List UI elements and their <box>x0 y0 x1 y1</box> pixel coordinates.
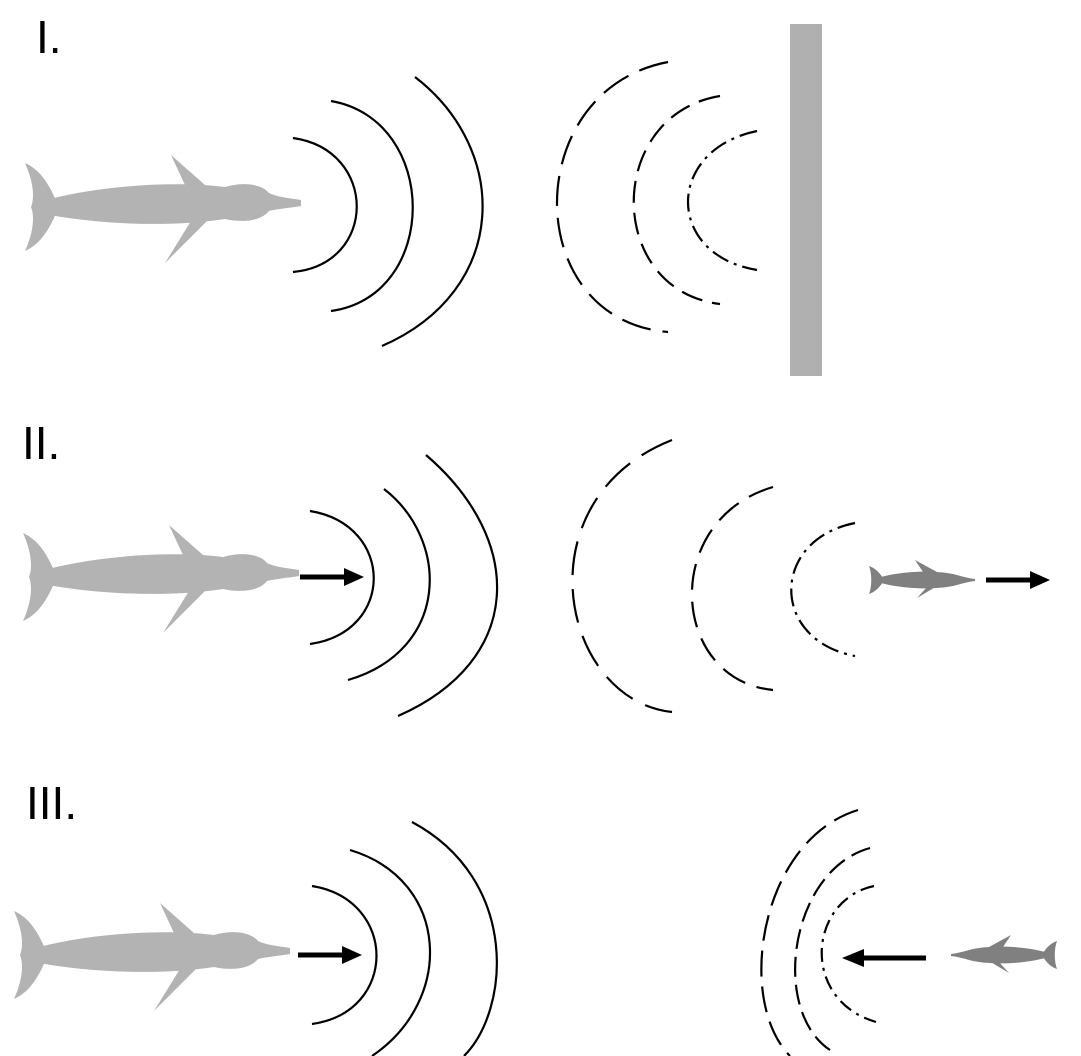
fish-icon <box>951 935 1057 973</box>
echo-wave <box>571 438 673 714</box>
outgoing-wave <box>309 509 375 646</box>
outgoing-wave <box>349 848 432 1056</box>
arrow-icon <box>298 946 362 964</box>
arrow-icon <box>986 571 1050 589</box>
echo-wave <box>632 94 721 306</box>
outgoing-wave <box>292 136 358 274</box>
dolphin-icon <box>25 155 301 263</box>
fish-icon <box>869 560 975 598</box>
panel-label-ii: II. <box>22 417 61 469</box>
wall-icon <box>790 24 822 376</box>
echo-wave <box>794 846 871 1051</box>
arrow-icon <box>842 949 926 967</box>
dolphin-icon <box>14 903 290 1011</box>
outgoing-wave <box>411 821 498 1056</box>
echo-wave <box>555 60 669 334</box>
echo-wave <box>820 884 877 1024</box>
echo-wave <box>790 521 856 658</box>
outgoing-wave <box>330 99 414 313</box>
echo-wave <box>760 808 859 1056</box>
outgoing-wave <box>311 884 378 1026</box>
arrow-icon <box>300 568 364 586</box>
outgoing-wave <box>347 488 431 682</box>
panel-label-iii: III. <box>26 777 78 829</box>
panel-i <box>25 24 822 376</box>
outgoing-wave <box>381 76 484 348</box>
dolphin-icon <box>23 525 299 633</box>
panel-iii <box>14 808 1057 1056</box>
panel-label-i: I. <box>36 11 62 63</box>
outgoing-wave <box>397 454 499 718</box>
echo-wave <box>686 129 758 272</box>
echo-wave <box>690 485 774 692</box>
panel-ii <box>23 438 1050 718</box>
